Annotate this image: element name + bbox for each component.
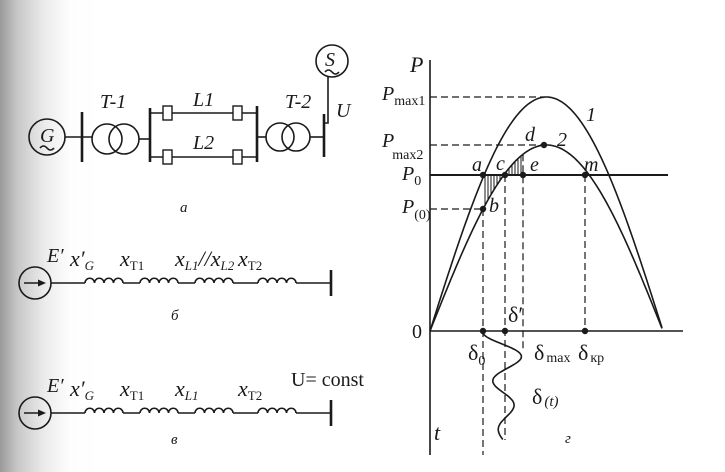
power-curve-1 bbox=[429, 96, 663, 332]
system-symbol bbox=[315, 44, 349, 78]
generator-label: G bbox=[40, 125, 55, 147]
scheme-v: E′ U= const в x′G xT1 xL1 xT2 bbox=[18, 369, 364, 448]
point-marker bbox=[501, 171, 509, 179]
point-c-label: c bbox=[496, 153, 505, 175]
breaker-icon bbox=[232, 105, 243, 121]
reactance-label: xT1 bbox=[119, 246, 144, 273]
delta-t-label: δ(t) bbox=[532, 384, 559, 410]
curve1-label: 1 bbox=[586, 104, 596, 126]
power-curve-2 bbox=[429, 144, 663, 332]
breaker-icon bbox=[232, 149, 243, 165]
inductor-icon bbox=[139, 407, 179, 414]
caption-a: а bbox=[180, 200, 188, 216]
breaker-icon bbox=[162, 105, 173, 121]
bus-voltage-label: U= const bbox=[291, 369, 364, 391]
point-e-label: e bbox=[530, 154, 539, 176]
line-l1-label: L1 bbox=[192, 89, 214, 111]
point-b-label: b bbox=[489, 195, 499, 217]
caption-v: в bbox=[171, 432, 178, 448]
delta0-label: δ0 bbox=[468, 340, 485, 369]
point-marker bbox=[581, 327, 589, 335]
emf-label: E′ bbox=[46, 245, 64, 267]
point-m-label: m bbox=[584, 154, 598, 176]
inductor-icon bbox=[84, 277, 124, 284]
breaker-icon bbox=[162, 149, 173, 165]
delta-prime-label: δ′ bbox=[508, 302, 523, 327]
reactance-label: xL1 bbox=[174, 376, 199, 403]
reactance-label: x′G bbox=[69, 246, 95, 273]
tilde-icon bbox=[324, 69, 340, 75]
origin-label: 0 bbox=[412, 321, 422, 343]
reactance-label: xL1//xL2 bbox=[174, 246, 235, 273]
inductor-icon bbox=[257, 407, 297, 414]
transformer-t1-label: T-1 bbox=[100, 91, 126, 113]
transformer-t2-winding bbox=[281, 122, 311, 152]
point-marker bbox=[540, 141, 548, 149]
curve2-label: 2 bbox=[557, 129, 567, 151]
point-marker bbox=[479, 205, 487, 213]
inductor-icon bbox=[194, 407, 234, 414]
transformer-t1-winding bbox=[91, 123, 123, 155]
caption-b: б bbox=[171, 308, 179, 324]
point-marker bbox=[581, 171, 589, 179]
t-axis-label: t bbox=[434, 420, 441, 445]
line-l2-label: L2 bbox=[192, 132, 214, 154]
tilde-icon bbox=[39, 145, 55, 151]
point-marker bbox=[519, 171, 527, 179]
inductor-icon bbox=[194, 277, 234, 284]
caption-g: г bbox=[565, 431, 571, 447]
delta-t-oscillation bbox=[482, 332, 523, 440]
inductor-icon bbox=[139, 277, 179, 284]
scheme-a: G T-1 L1 L2 T-2 S U а bbox=[28, 44, 352, 216]
voltage-label: U bbox=[336, 100, 352, 122]
reactance-label: x′G bbox=[69, 376, 95, 403]
point-d-label: d bbox=[525, 124, 536, 146]
inductor-icon bbox=[84, 407, 124, 414]
p-initial-label: P(0) bbox=[401, 196, 431, 223]
transformer-t2-label: T-2 bbox=[285, 91, 311, 113]
p-axis-label: P bbox=[409, 52, 423, 77]
system-label: S bbox=[325, 49, 335, 71]
inductor-icon bbox=[257, 277, 297, 284]
reactance-label: xT1 bbox=[119, 376, 144, 403]
reactance-label: xT2 bbox=[237, 376, 262, 403]
pmax1-label: Pmax1 bbox=[381, 83, 425, 109]
emf-label: E′ bbox=[46, 375, 64, 397]
transformer-t2-winding bbox=[265, 122, 295, 152]
point-marker bbox=[479, 327, 487, 335]
point-marker bbox=[479, 171, 487, 179]
point-a-label: a bbox=[472, 154, 482, 176]
p0-label: P0 bbox=[401, 163, 421, 189]
transformer-t1-winding bbox=[108, 123, 140, 155]
point-marker bbox=[501, 327, 509, 335]
reactance-label: xT2 bbox=[237, 246, 262, 273]
